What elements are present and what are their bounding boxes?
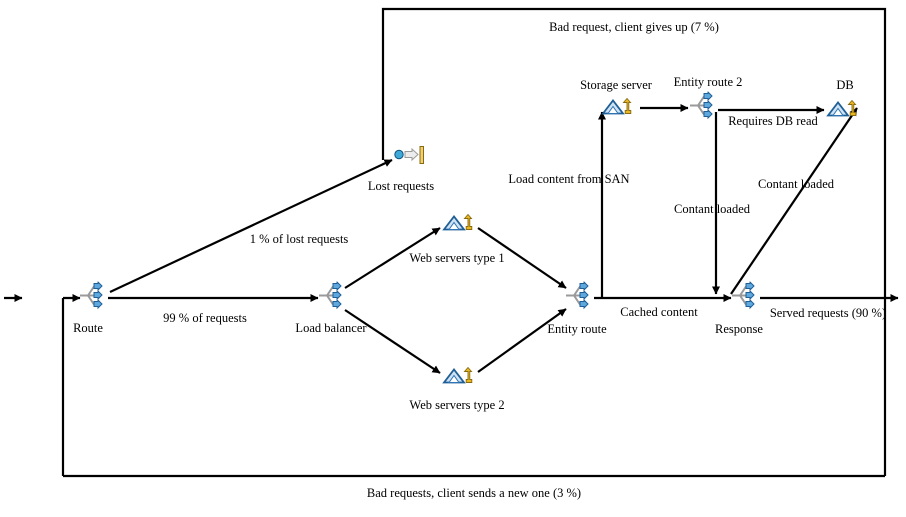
edge-web1-to-entity [477, 227, 567, 289]
edge-label-served-requests: Served requests (90 %) [769, 306, 887, 321]
server-icon [826, 97, 860, 124]
node-label-storage-server: Storage server [580, 78, 652, 92]
server-icon [442, 211, 476, 238]
edge-bad-gives-up-loop [381, 7, 887, 298]
server-icon [601, 95, 635, 122]
edge-label-contant-loaded-d: Contant loaded [757, 177, 835, 192]
router-icon [687, 90, 717, 125]
edge-label-requires-db-read: Requires DB read [728, 114, 818, 129]
router-icon [316, 280, 346, 315]
edge-web2-to-entity [477, 308, 567, 373]
server-icon [442, 364, 476, 391]
edge-label-bad-gives-up: Bad request, client gives up (7 %) [549, 20, 719, 35]
edge-response-to-db [730, 107, 858, 295]
node-label-web-servers-type-2: Web servers type 2 [409, 398, 505, 412]
edge-lb-to-web1 [344, 227, 441, 289]
edge-label-lost-1pct: 1 % of lost requests [249, 232, 349, 247]
edge-label-cached-content: Cached content [620, 305, 698, 320]
router-icon [563, 280, 593, 315]
edge-label-contant-loaded-v: Contant loaded [673, 202, 751, 217]
router-icon [729, 280, 759, 315]
node-label-lost-requests: Lost requests [367, 179, 435, 193]
edge-label-requests-99pct: 99 % of requests [163, 311, 247, 326]
node-label-entity-route: Entity route [547, 322, 607, 336]
router-icon [77, 280, 107, 315]
edge-label-bad-new-one: Bad requests, client sends a new one (3 … [366, 486, 582, 501]
sink-icon [393, 144, 427, 171]
edge-route-to-lost [109, 159, 393, 293]
node-label-entity-route-2: Entity route 2 [673, 75, 743, 89]
node-label-db: DB [836, 78, 854, 92]
node-label-load-balancer: Load balancer [295, 321, 367, 335]
edge-lb-to-web2 [344, 309, 441, 374]
node-label-response: Response [715, 322, 763, 336]
node-label-web-servers-type-1: Web servers type 1 [409, 251, 505, 265]
edge-label-load-from-san: Load content from SAN [508, 172, 630, 187]
node-label-route: Route [73, 321, 103, 335]
